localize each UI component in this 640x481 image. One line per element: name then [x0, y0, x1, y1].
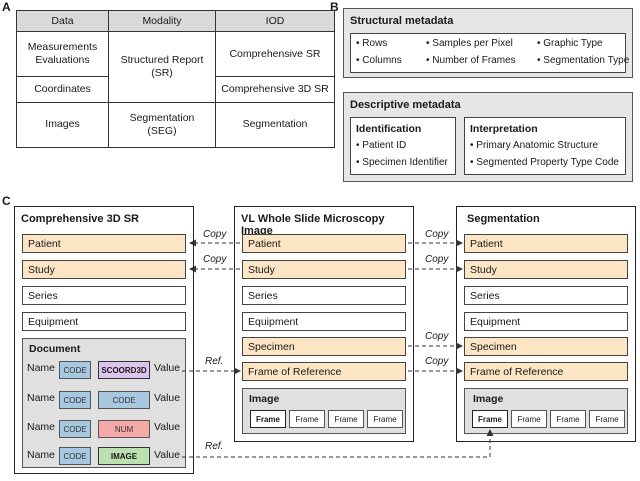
sr-module-study: Study	[22, 260, 186, 279]
seg-frame: Frame	[550, 410, 586, 428]
seg-module-frame-of-reference: Frame of Reference	[464, 362, 628, 381]
cell-modality-seg: Segmentation (SEG)	[108, 101, 216, 149]
cell-comprehensive-3d-sr: Comprehensive 3D SR	[215, 76, 335, 103]
identification-item: • Patient ID	[356, 140, 407, 151]
doc-row-code-chip: CODE	[59, 391, 91, 409]
doc-row-code-chip: CODE	[59, 361, 91, 379]
wsi-frame: Frame	[289, 410, 325, 428]
identification-box: Identification • Patient ID • Specimen I…	[350, 117, 456, 175]
structural-item: • Columns	[356, 55, 402, 66]
wsi-frame: Frame	[250, 410, 286, 428]
seg-module-specimen: Specimen	[464, 337, 628, 356]
doc-row-code-chip: CODE	[59, 447, 91, 465]
structural-item: • Number of Frames	[426, 55, 516, 66]
doc-row-code-type-chip: CODE	[98, 391, 150, 409]
copy-label: Copy	[203, 254, 227, 265]
cell-measurements: Measurements Evaluations	[16, 30, 109, 78]
structural-item: • Rows	[356, 38, 388, 49]
header-modality: Modality	[108, 10, 216, 32]
copy-label: Copy	[425, 254, 449, 265]
seg-module-patient: Patient	[464, 234, 628, 253]
interpretation-title: Interpretation	[470, 123, 538, 135]
cell-segmentation: Segmentation	[215, 101, 335, 149]
wsi-image-title: Image	[249, 393, 280, 405]
wsi-frame: Frame	[328, 410, 364, 428]
sr-module-series: Series	[22, 286, 186, 305]
cell-images: Images	[16, 101, 109, 149]
sr-title: Comprehensive 3D SR	[21, 213, 139, 225]
doc-row-name: Name	[27, 449, 56, 461]
cell-comprehensive-sr: Comprehensive SR	[215, 30, 335, 78]
doc-row-name: Name	[27, 392, 56, 404]
descriptive-metadata-panel: Descriptive metadata Identification • Pa…	[343, 92, 633, 182]
doc-row-image-chip: IMAGE	[98, 447, 150, 465]
panel-label-a: A	[2, 0, 11, 14]
wsi-module-series: Series	[242, 286, 406, 305]
wsi-frame: Frame	[367, 410, 403, 428]
ref-label: Ref.	[205, 356, 224, 367]
wsi-module-patient: Patient	[242, 234, 406, 253]
seg-frame: Frame	[472, 410, 508, 428]
cell-modality-sr: Structured Report (SR)	[108, 31, 216, 103]
wsi-module-study: Study	[242, 260, 406, 279]
modality-iod-table: Data Modality IOD Measurements Evaluatio…	[16, 10, 335, 149]
structural-item: • Graphic Type	[537, 38, 603, 49]
structural-item: • Samples per Pixel	[426, 38, 513, 49]
copy-label: Copy	[425, 331, 449, 342]
descriptive-metadata-title: Descriptive metadata	[350, 99, 461, 111]
sr-module-equipment: Equipment	[22, 312, 186, 331]
panel-label-c: C	[2, 194, 11, 208]
identification-item: • Specimen Identifier	[356, 157, 448, 168]
seg-image-title: Image	[473, 393, 504, 405]
seg-module-study: Study	[464, 260, 628, 279]
structural-item: • Segmentation Type	[537, 55, 630, 66]
seg-frame: Frame	[589, 410, 625, 428]
seg-frame: Frame	[511, 410, 547, 428]
doc-row-name: Name	[27, 421, 56, 433]
copy-label: Copy	[203, 229, 227, 240]
interpretation-item: • Primary Anatomic Structure	[470, 140, 598, 151]
doc-row-name: Name	[27, 362, 56, 374]
interpretation-item: • Segmented Property Type Code	[470, 157, 619, 168]
wsi-module-frame-of-reference: Frame of Reference	[242, 362, 406, 381]
sr-document-title: Document	[29, 343, 81, 355]
structural-items-box: • Rows • Columns • Samples per Pixel • N…	[350, 33, 630, 73]
header-data: Data	[16, 10, 109, 32]
doc-row-value: Value	[154, 392, 181, 404]
seg-module-equipment: Equipment	[464, 312, 628, 331]
doc-row-scoord3d-chip: SCOORD3D	[98, 361, 150, 379]
structural-metadata-panel: Structural metadata • Rows • Columns • S…	[343, 8, 633, 78]
structural-metadata-title: Structural metadata	[350, 15, 454, 27]
sr-module-patient: Patient	[22, 234, 186, 253]
doc-row-value: Value	[154, 421, 181, 433]
doc-row-value: Value	[154, 449, 181, 461]
cell-coordinates: Coordinates	[16, 76, 109, 103]
copy-label: Copy	[425, 229, 449, 240]
wsi-module-specimen: Specimen	[242, 337, 406, 356]
interpretation-box: Interpretation • Primary Anatomic Struct…	[464, 117, 626, 175]
identification-title: Identification	[356, 123, 422, 135]
doc-row-code-chip: CODE	[59, 420, 91, 438]
doc-row-value: Value	[154, 362, 181, 374]
ref-label: Ref.	[205, 441, 224, 452]
wsi-module-equipment: Equipment	[242, 312, 406, 331]
panel-label-b: B	[330, 0, 339, 14]
copy-label: Copy	[425, 356, 449, 367]
seg-module-series: Series	[464, 286, 628, 305]
header-iod: IOD	[215, 10, 335, 32]
doc-row-num-chip: NUM	[98, 420, 150, 438]
seg-title: Segmentation	[467, 213, 540, 225]
